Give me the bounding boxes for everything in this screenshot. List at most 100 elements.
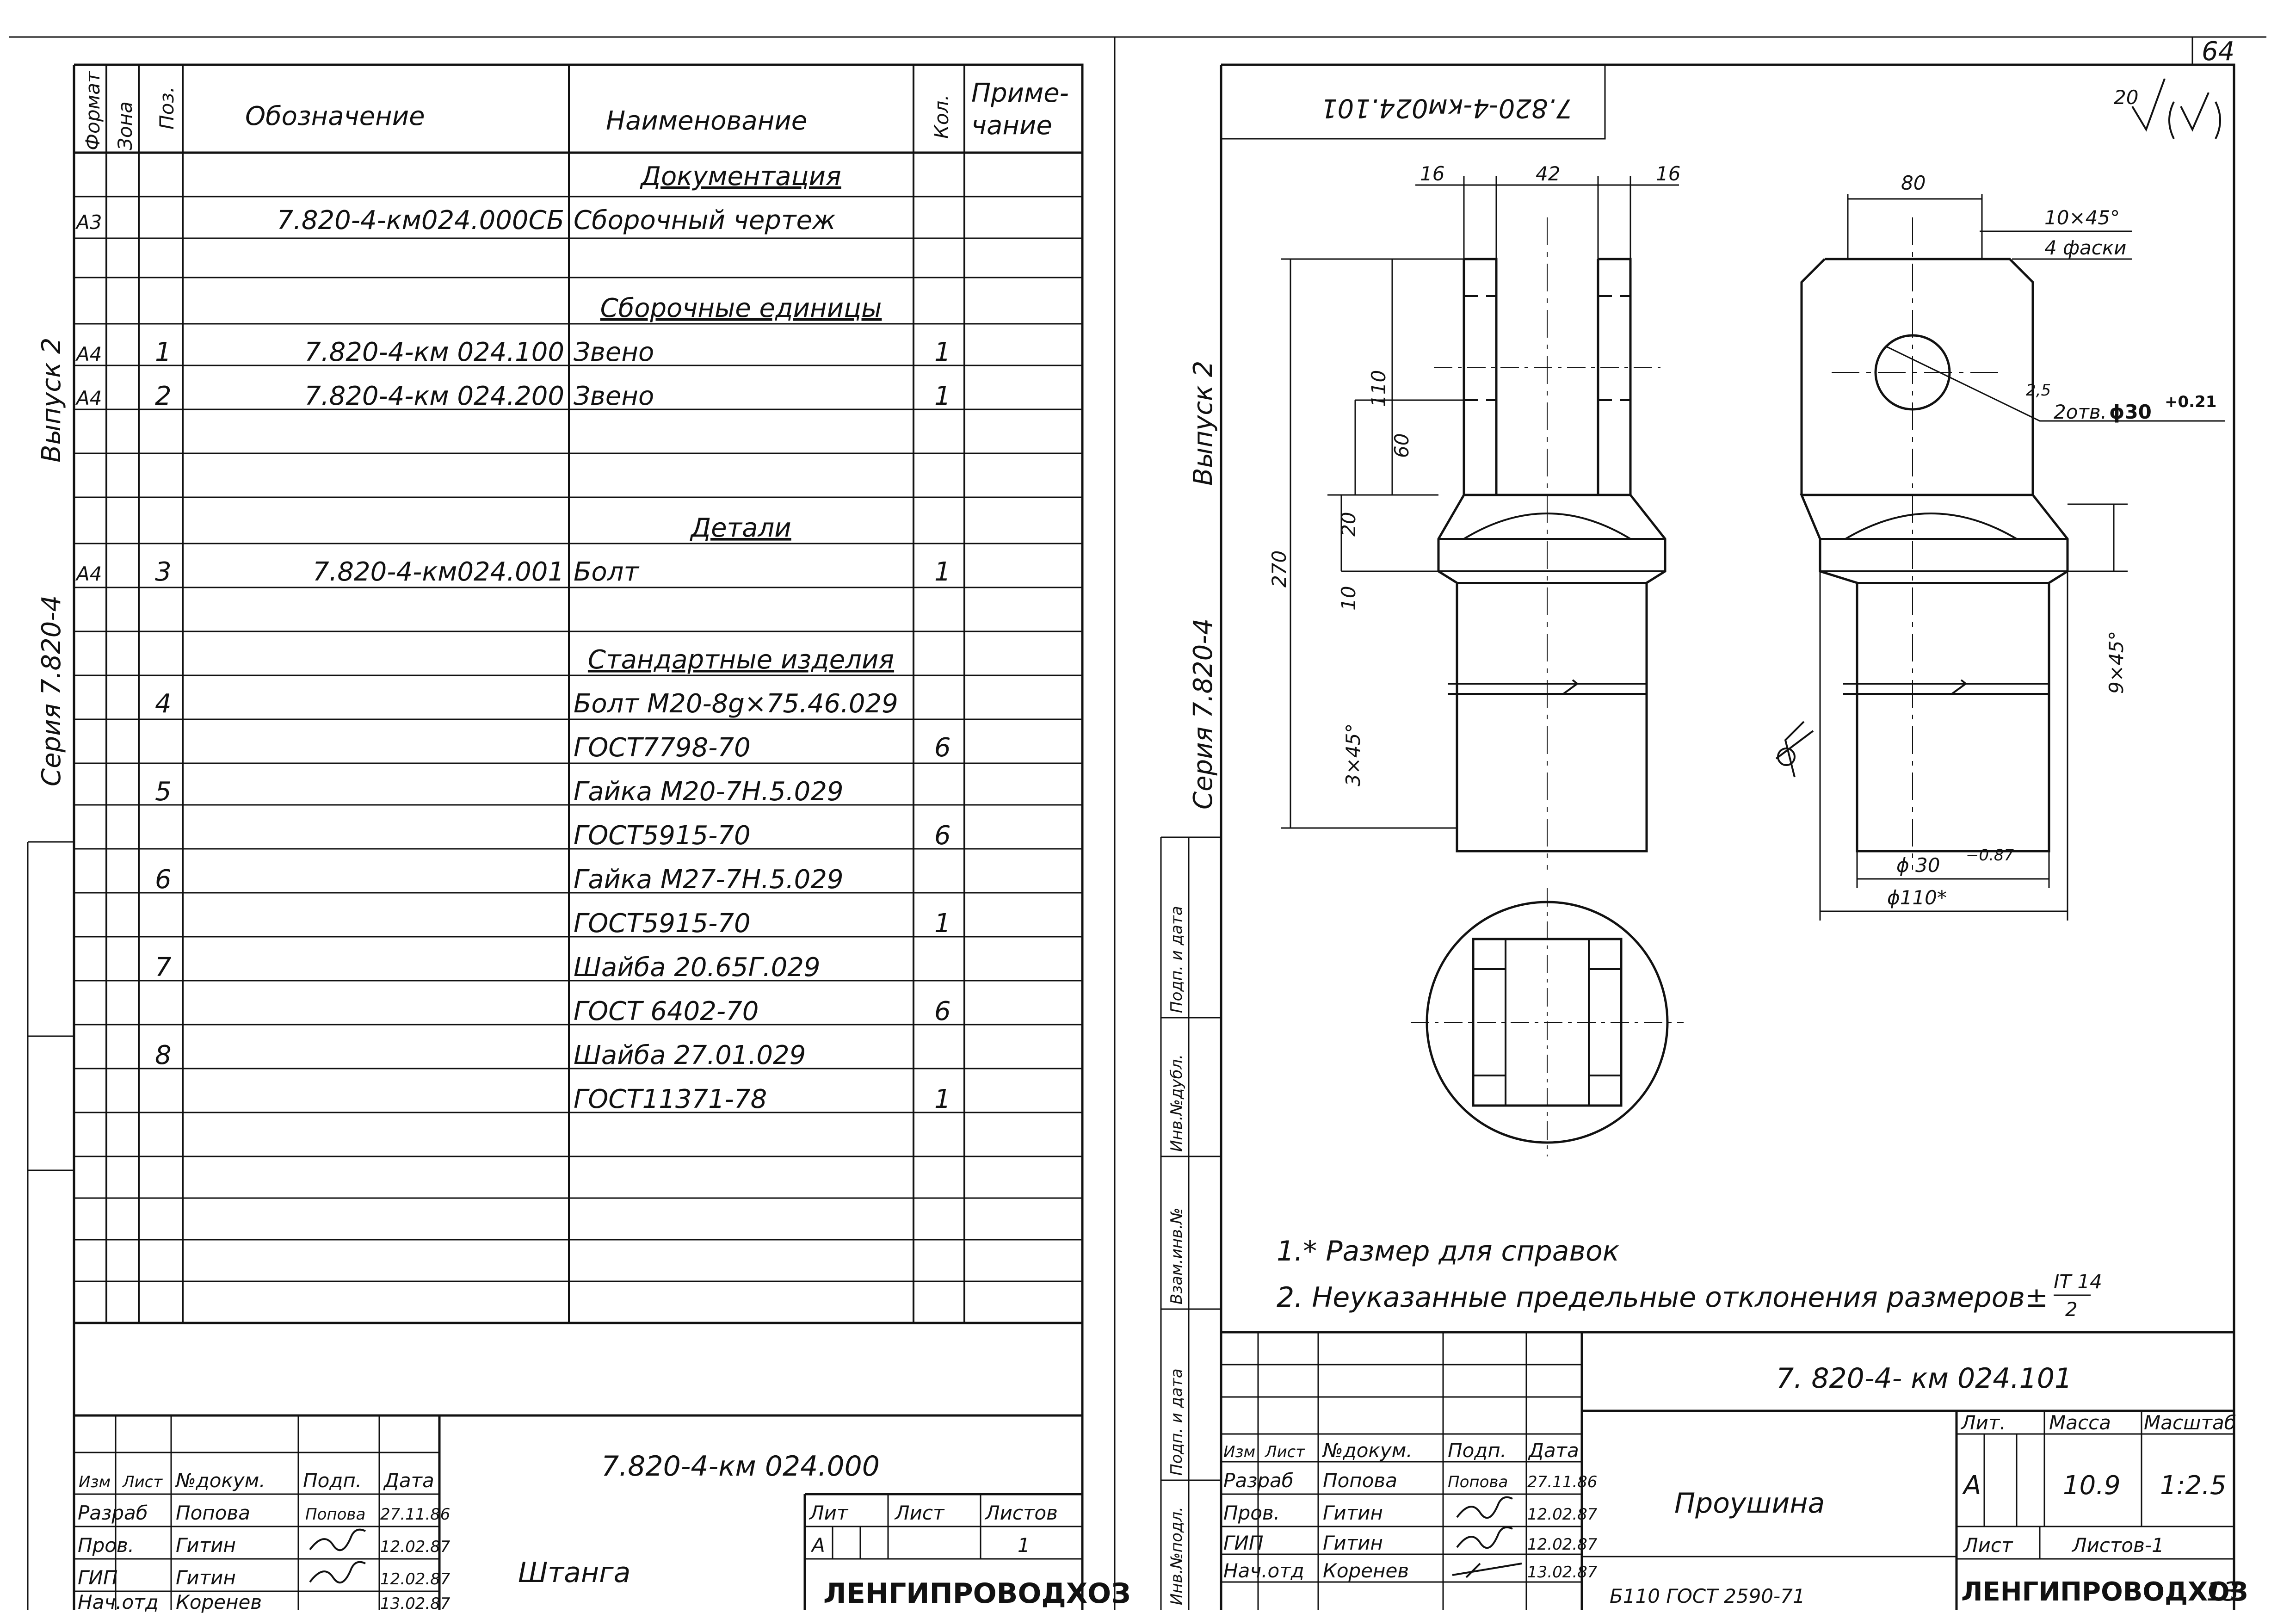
row-name: ГОСТ5915-70 — [574, 821, 751, 851]
row-pos: 2 — [155, 381, 172, 411]
note-frac-den: 2 — [2065, 1298, 2078, 1321]
left-sign-0: Попова — [305, 1505, 365, 1524]
row-name: Болт М20-8g×75.46.029 — [574, 689, 898, 719]
right-hdr-list: Лист — [1264, 1443, 1305, 1461]
stamp-label-podp-2: Подп. и дата — [1167, 1368, 1186, 1476]
row-qty: 1 — [934, 1084, 951, 1114]
page-number: 64 — [2202, 37, 2234, 67]
row-name: ГОСТ5915-70 — [574, 908, 751, 939]
row-name: Шайба 20.65Г.029 — [574, 952, 820, 983]
hole-count: 2отв. — [2054, 401, 2107, 423]
hole-r: 2,5 — [2026, 381, 2051, 400]
row-format: А4 — [75, 343, 102, 365]
row-pos: 4 — [155, 689, 172, 719]
right-hdr-izm: Изм — [1223, 1443, 1255, 1461]
hole-diameter: ϕ30 — [2109, 401, 2152, 423]
roughness-value: 20 — [2114, 86, 2138, 109]
side-view: 80 10×45° 4 фаски 2,5 2отв. ϕ30 +0.21 9×… — [1775, 172, 2225, 921]
dim-42: 42 — [1536, 162, 1560, 185]
row-name: Болт — [574, 557, 639, 587]
left-name-2: Гитин — [176, 1566, 236, 1589]
machining-mark — [1775, 721, 1814, 778]
dim-20: 20 — [1337, 512, 1360, 537]
row-qty: 6 — [934, 821, 951, 851]
row-name: ГОСТ7798-70 — [574, 733, 751, 763]
stamp-label-podl: Инв.№подл. — [1167, 1507, 1186, 1605]
row-name: Детали — [689, 513, 791, 543]
row-designation: 7.820-4-км 024.200 — [304, 381, 564, 411]
row-designation: 7.820-4-км024.000СБ — [277, 205, 564, 235]
dim-110: 110 — [1367, 370, 1390, 407]
dim-60: 60 — [1390, 433, 1413, 458]
right-doc-number: 7. 820-4- км 024.101 — [1776, 1362, 2072, 1395]
dim-9x45: 9×45° — [2105, 631, 2128, 694]
right-date-3: 13.02.87 — [1527, 1563, 1598, 1582]
dim-80: 80 — [1901, 172, 1926, 194]
front-view: 16 42 16 270 110 60 20 10 3×45° — [1268, 162, 1680, 870]
right-name-1: Гитин — [1323, 1502, 1383, 1524]
row-name: Сборочный чертеж — [574, 205, 835, 235]
right-signature-2 — [1456, 1526, 1513, 1549]
row-name: Документация — [639, 161, 841, 192]
dim-16b: 16 — [1656, 162, 1680, 185]
note-1: 1.* Размер для справок — [1277, 1235, 1619, 1267]
row-qty: 6 — [934, 733, 951, 763]
row-qty: 6 — [934, 996, 951, 1026]
row-pos: 1 — [155, 337, 172, 367]
right-date-2: 12.02.87 — [1527, 1535, 1598, 1554]
note-frac-num: IT 14 — [2054, 1270, 2102, 1293]
right-role-0: Разраб — [1223, 1469, 1294, 1492]
right-lists-label: Листов-1 — [2071, 1534, 2164, 1557]
left-sheet: Выпуск 2 Серия 7.820-4 Формат Зона Поз. … — [9, 36, 1131, 1613]
section-view — [1411, 888, 1684, 1156]
left-date-1: 12.02.87 — [380, 1538, 451, 1556]
dim-16a: 16 — [1420, 162, 1444, 185]
note-2: 2. Неуказанные предельные отклонения раз… — [1277, 1281, 2048, 1314]
hdr-designation: Обозначение — [245, 101, 425, 131]
right-list-label: Лист — [1963, 1534, 2013, 1557]
left-side-vypusk: Выпуск 2 — [37, 338, 67, 463]
hdr-zone: Зона — [114, 101, 136, 150]
right-side-vypusk: Выпуск 2 — [1188, 361, 1218, 486]
row-qty: 1 — [934, 557, 951, 587]
right-mass-label: Масса — [2049, 1411, 2111, 1434]
row-qty: 1 — [934, 337, 951, 367]
dim-10: 10 — [1337, 586, 1360, 611]
dim-dia30: ϕ 30 — [1896, 854, 1940, 877]
left-signature-1 — [309, 1528, 366, 1551]
left-date-2: 12.02.87 — [380, 1570, 451, 1588]
hdr-qty: Кол. — [930, 94, 953, 139]
left-lit-label: Лит — [809, 1502, 849, 1524]
right-signature-3 — [1452, 1563, 1522, 1578]
row-pos: 6 — [155, 865, 172, 895]
left-title-block: 7.820-4-км 024.000 Изм Лист №докум. Подп… — [74, 1414, 1131, 1613]
right-sheet-no: 13 — [2206, 1577, 2239, 1607]
row-name: Сборочные единицы — [600, 293, 882, 323]
row-pos: 5 — [155, 777, 172, 807]
right-sheet: 64 Выпуск 2 Серия 7.820-4 Взам.инв.№ Инв… — [1114, 36, 2266, 1610]
left-org: ЛЕНГИПРОВОДХОЗ — [823, 1577, 1131, 1610]
row-qty: 1 — [934, 908, 951, 939]
row-name: Звено — [574, 381, 654, 411]
left-signature-2 — [309, 1561, 366, 1584]
right-role-3: Нач.отд — [1223, 1559, 1304, 1582]
row-format: А4 — [75, 387, 102, 409]
row-name: ГОСТ11371-78 — [574, 1084, 767, 1114]
right-date-1: 12.02.87 — [1527, 1505, 1598, 1524]
left-role-0: Разраб — [78, 1502, 148, 1524]
row-name: Звено — [574, 337, 654, 367]
right-role-2: ГИП — [1223, 1532, 1263, 1554]
right-sign-0: Попова — [1448, 1473, 1508, 1491]
row-designation: 7.820-4-км 024.100 — [304, 337, 564, 367]
stamp-label-vzam: Взам.инв.№ — [1167, 1208, 1186, 1304]
left-title: Штанга — [518, 1557, 630, 1589]
left-list-label: Лист — [894, 1502, 945, 1524]
side-stamp: Взам.инв.№ Инв.№дубл. Подп. и дата Инв.№… — [1160, 836, 1221, 1610]
hdr-note-1: Приме- — [971, 78, 1069, 108]
row-name: ГОСТ 6402-70 — [574, 996, 759, 1026]
right-title-block: 7. 820-4- км 024.101 Изм Лист №докум. По… — [1221, 1331, 2248, 1610]
left-role-3: Нач.отд — [78, 1591, 159, 1613]
right-side-seriya: Серия 7.820-4 — [1188, 618, 1218, 810]
left-name-0: Попова — [176, 1502, 250, 1524]
